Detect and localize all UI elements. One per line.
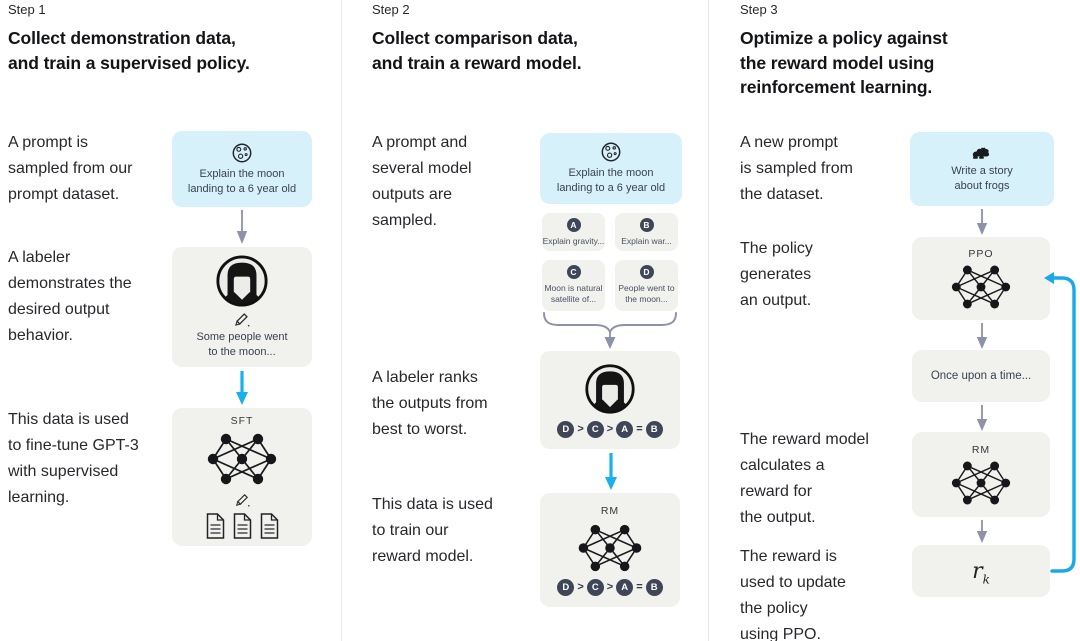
ranking-row: D > C > A = B [557,578,663,596]
output-card-d-badge: D [639,265,654,279]
moon-icon [601,142,621,162]
step-3-paragraph-reward: The reward model calculates a reward for… [740,431,869,526]
frog-icon [972,147,990,159]
pencil-icon [235,493,250,507]
rank-badge: C [586,420,604,438]
down-arrow-blue-icon [605,453,617,490]
output-card-d: D People went to the moon... [615,260,678,311]
step-3-paragraph-policy: The policy generates an output. [740,240,813,309]
prompt-box-step3-text: Write a story about frogs [951,165,1013,192]
output-card-d-text: People went to the moon... [618,283,675,304]
step-2-heading: Collect comparison data, and train a rew… [372,28,582,73]
rank-badge: B [645,578,663,596]
labeler-box-step1-text: Some people went to the moon... [196,331,288,358]
feedback-arrow-icon [1044,272,1076,573]
step-1-paragraph-finetune: This data is used to fine-tune GPT-3 wit… [8,411,139,506]
documents-row [205,513,280,539]
ppo-policy-box: PPO [912,237,1050,320]
labeler-box-step1: Some people went to the moon... [172,247,312,367]
step-3-label: Step 3 [740,2,778,17]
pencil-icon [235,313,250,327]
neural-network-icon [207,433,277,485]
down-arrow-blue-icon [236,371,248,405]
output-card-a: A Explain gravity... [542,213,605,251]
reward-model-box-step2: RM D > C > A = B [540,493,680,607]
step-2-paragraph-ranking: A labeler ranks the outputs from best to… [372,369,488,438]
rank-badge: A [616,578,634,596]
output-card-c-text: Moon is natural satellite of... [544,283,603,304]
rank-operator: > [606,423,614,435]
reward-value-box: rk [912,545,1050,597]
neural-network-icon [578,524,642,571]
policy-output-box: Once upon a time... [912,350,1050,402]
prompt-box-step1-text: Explain the moon landing to a 6 year old [187,167,297,195]
rank-badge: C [586,578,604,596]
policy-output-text: Once upon a time... [930,369,1032,382]
labeler-box-step2: D > C > A = B [540,351,680,449]
labeler-avatar-icon [585,363,635,414]
prompt-box-step3: Write a story about frogs [910,132,1054,206]
document-icon [206,513,224,539]
rank-operator: > [577,423,584,435]
step-3-heading: Optimize a policy against the reward mod… [740,28,948,97]
moon-icon [232,143,252,162]
column-divider [708,0,709,641]
ranking-row: D > C > A = B [557,420,663,438]
rank-badge: B [645,420,663,438]
step-1-heading: Collect demonstration data, and train a … [8,28,250,73]
step-2-label: Step 2 [372,2,410,17]
down-arrow-icon [976,323,988,349]
reward-value: rk [972,558,990,586]
output-card-c-badge: C [566,265,581,279]
rank-operator: > [577,581,584,593]
brace-arrow-icon [543,312,677,349]
down-arrow-icon [976,520,988,543]
document-icon [233,513,251,539]
rank-badge: D [557,420,575,438]
prompt-box-step2-text: Explain the moon landing to a 6 year old [556,167,666,194]
step-1-label: Step 1 [8,2,46,17]
ppo-label: PPO [968,247,994,260]
output-card-b: B Explain war... [615,213,678,251]
reward-model-box-step3: RM [912,432,1050,517]
output-card-a-text: Explain gravity... [542,236,605,246]
rm-label: RM [600,504,620,517]
sft-model-box: SFT [172,408,312,546]
neural-network-icon [951,461,1011,504]
column-divider [341,0,342,641]
rank-badge: A [616,420,634,438]
output-card-b-text: Explain war... [621,236,672,246]
rm-label: RM [971,443,991,456]
down-arrow-icon [976,405,988,431]
step-2-paragraph-train: This data is used to train our reward mo… [372,496,493,565]
rank-operator: = [636,423,643,435]
rank-badge: D [557,578,575,596]
step-3-paragraph-update: The reward is used to update the policy … [740,548,846,641]
sft-label: SFT [230,415,254,427]
output-card-c: C Moon is natural satellite of... [542,260,605,311]
down-arrow-icon [976,209,988,235]
down-arrow-icon [236,210,248,244]
labeler-avatar-icon [216,255,268,307]
prompt-box-step2: Explain the moon landing to a 6 year old [540,133,682,204]
prompt-box-step1: Explain the moon landing to a 6 year old [172,131,312,207]
document-icon [260,513,278,539]
step-3-paragraph-prompt: A new prompt is sampled from the dataset… [740,134,853,203]
step-2-paragraph-prompt: A prompt and several model outputs are s… [372,134,472,229]
output-card-b-badge: B [639,218,654,232]
neural-network-icon [951,265,1011,308]
step-1-paragraph-prompt: A prompt is sampled from our prompt data… [8,134,133,203]
output-card-a-badge: A [566,218,581,232]
rank-operator: > [606,581,614,593]
rank-operator: = [636,581,643,593]
step-1-paragraph-labeler: A labeler demonstrates the desired outpu… [8,249,132,344]
